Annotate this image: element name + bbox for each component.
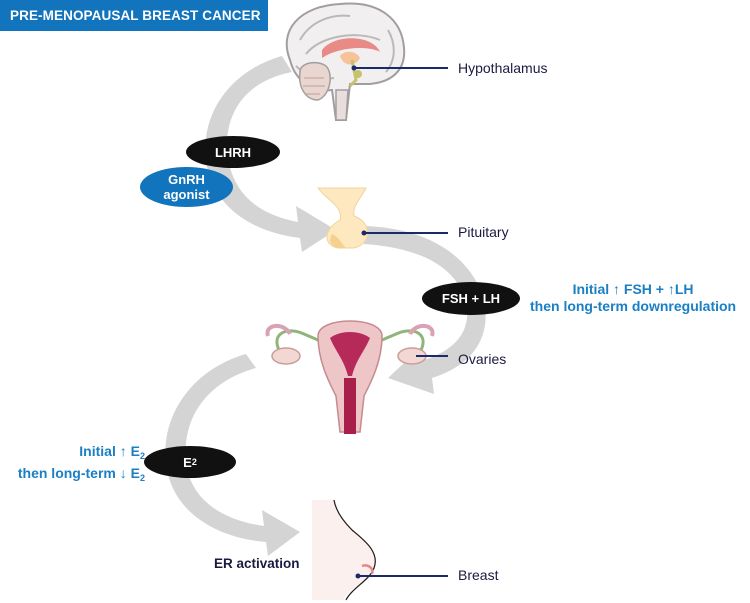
drug-line1: GnRH [168,172,205,187]
arrow-ovaries-to-breast [165,354,300,556]
fsh-effect-line1: Initial ↑ FSH + ↑LH [572,281,694,297]
hormone-lhrh-text: LHRH [214,144,252,160]
flow-arrows [165,56,486,556]
breast-dot [355,573,361,579]
drug-gnrh-agonist: GnRH agonist [140,167,233,207]
arrow-hypothalamus-to-pituitary [205,56,336,252]
fsh-effect-line2: then long-term downregulation [530,298,737,314]
pituitary-dot [361,230,367,236]
e2-effect-line1-sub: 2 [139,451,145,461]
er-activation-label: ER activation [214,556,300,571]
hormone-e2-sub: 2 [191,457,197,467]
page-title: PRE-MENOPAUSAL BREAST CANCER [0,0,268,31]
hormone-fsh-lh: FSH + LH [422,282,520,315]
hormone-fsh-lh-text: FSH + LH [441,291,501,306]
e2-effect-note: Initial ↑ E2 then long-term ↓ E2 [3,443,145,487]
e2-effect-line2-text: then long-term ↓ E [17,465,140,481]
drug-line2: agonist [163,187,210,202]
hormone-e2-base: E [183,454,192,470]
fsh-lh-effect-note: Initial ↑ FSH + ↑LH then long-term downr… [530,281,736,315]
pituitary-icon [317,187,368,249]
uterus-ovaries-icon [265,320,435,434]
label-breast: Breast [458,567,499,583]
e2-effect-line1-text: Initial ↑ E [79,443,140,459]
e2-effect-line1: Initial ↑ E2 [3,443,145,465]
e2-effect-line2: then long-term ↓ E2 [3,465,145,487]
breast-icon [312,499,377,601]
hormone-lhrh: LHRH [186,136,280,168]
e2-effect-line2-sub: 2 [139,473,145,483]
hypothalamus-dot [351,65,357,71]
arrow-pituitary-to-ovaries [364,226,486,394]
label-ovaries: Ovaries [458,351,507,367]
label-hypothalamus: Hypothalamus [458,60,548,76]
label-pituitary: Pituitary [458,224,509,240]
brain-icon [285,2,406,121]
